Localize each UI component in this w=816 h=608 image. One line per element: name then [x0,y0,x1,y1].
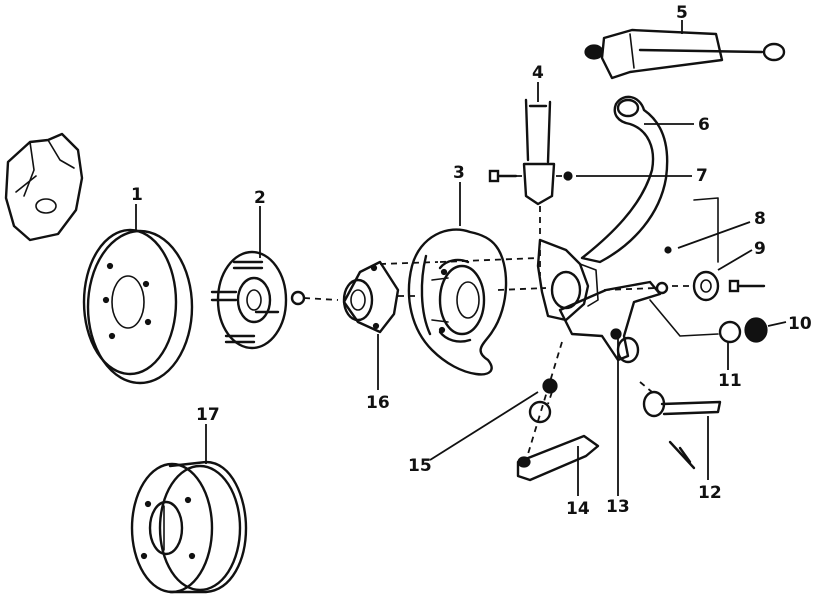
ball-joint [528,378,558,424]
tension-rod [639,381,722,470]
upper-mount-bracket [584,20,786,80]
brake-disc [82,228,194,385]
callout-7: 7 [696,166,708,186]
callout-15: 15 [408,456,432,476]
callout-14: 14 [566,499,590,519]
nut-and-washer [649,299,768,344]
lower-control-arm [558,280,662,496]
callout-5: 5 [676,3,688,23]
steering-knuckle [439,238,599,322]
callout-12: 12 [698,483,722,503]
brake-caliper [4,132,84,242]
bushing-bolt [603,197,766,302]
wheel-hub [210,250,339,350]
brake-drum [130,460,248,594]
brake-backing-plate [407,228,508,376]
stabilizer-bracket [516,341,600,482]
callout-16: 16 [366,393,390,413]
leader-lines [135,123,787,496]
callout-1: 1 [131,185,143,205]
callout-9: 9 [754,239,766,259]
upper-control-arm [580,95,669,264]
callout-11: 11 [718,371,742,391]
callout-4: 4 [532,63,544,83]
callout-6: 6 [698,115,710,135]
callout-labels: 1 2 3 4 5 6 7 8 9 10 11 12 13 14 15 16 1… [131,3,812,519]
callout-13: 13 [606,497,630,517]
callout-8: 8 [754,209,766,229]
callout-10: 10 [788,314,812,334]
callout-17: 17 [196,405,220,425]
strut [488,82,573,276]
callout-2: 2 [254,188,266,208]
callout-3: 3 [453,163,465,183]
